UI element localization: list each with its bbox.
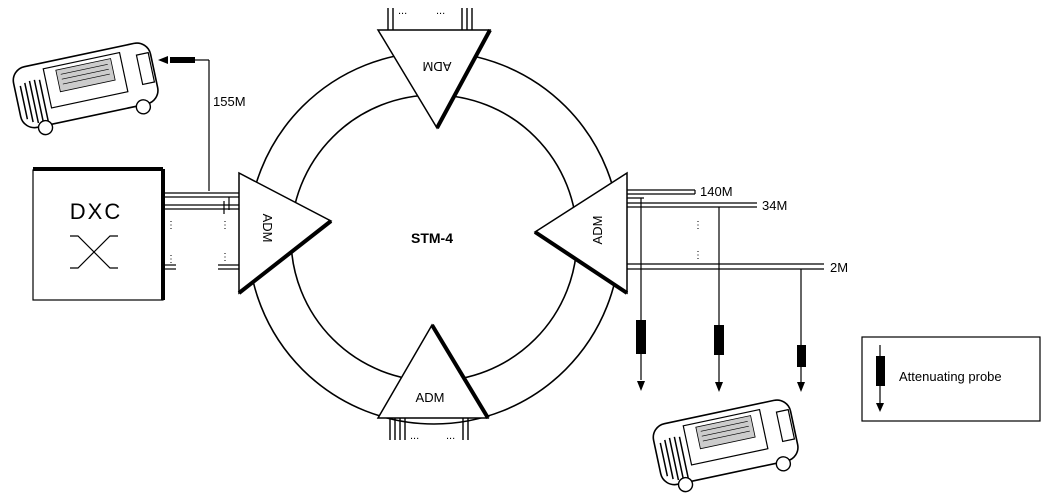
adm-left-dots-2: ⋮ <box>220 252 230 263</box>
adm-right: ADM <box>533 171 629 295</box>
probe-140m <box>636 320 646 391</box>
adm-top-dots-right: ... <box>436 5 445 17</box>
test-instrument-icon <box>12 42 159 136</box>
adm-left: ADM <box>237 171 333 295</box>
dxc-cross-icon <box>70 235 118 269</box>
adm-bottom-tributaries <box>389 418 469 440</box>
dxc-label: DXC <box>70 199 122 224</box>
legend: Attenuating probe <box>861 336 1041 422</box>
legend-label: Attenuating probe <box>899 369 1002 384</box>
dxc-dots-1: ⋮ <box>166 220 176 231</box>
right-dots-1: ⋮ <box>693 220 703 231</box>
adm-left-dots-1: ⋮ <box>220 220 230 231</box>
dxc-box: DXC <box>32 167 165 301</box>
adm-top-dots-left: ... <box>398 5 407 17</box>
rate-140m-label: 140M <box>700 184 733 199</box>
adm-top-label: ADM <box>423 59 452 74</box>
ring-label: STM-4 <box>411 230 453 246</box>
dxc-adm-links <box>163 192 239 214</box>
adm-left-label: ADM <box>260 214 275 243</box>
rate-34m-label: 34M <box>762 198 787 213</box>
attenuating-probe-icon <box>876 345 885 412</box>
dxc-dots-2: ⋮ <box>166 254 176 265</box>
adm-bottom-dots-right: ... <box>446 430 455 442</box>
test-instrument-icon-2 <box>652 399 799 493</box>
rate-2m-label: 2M <box>830 260 848 275</box>
dxc-stub-lines <box>163 264 239 270</box>
adm-top-tributaries <box>387 8 473 30</box>
link-155m <box>195 59 210 191</box>
adm-bottom: ADM ... ... <box>376 323 490 442</box>
rate-155m-label: 155M <box>213 94 246 109</box>
probe-2m <box>797 345 806 392</box>
probe-155m <box>158 56 195 64</box>
adm-bottom-dots-left: ... <box>410 430 419 442</box>
adm-right-label: ADM <box>590 216 605 245</box>
legend-box <box>861 336 1041 422</box>
probe-34m <box>714 325 724 392</box>
right-dots-2: ⋮ <box>693 250 703 261</box>
adm-top: ADM ... ... <box>376 5 492 130</box>
right-links <box>627 189 824 270</box>
adm-bottom-label: ADM <box>416 390 445 405</box>
